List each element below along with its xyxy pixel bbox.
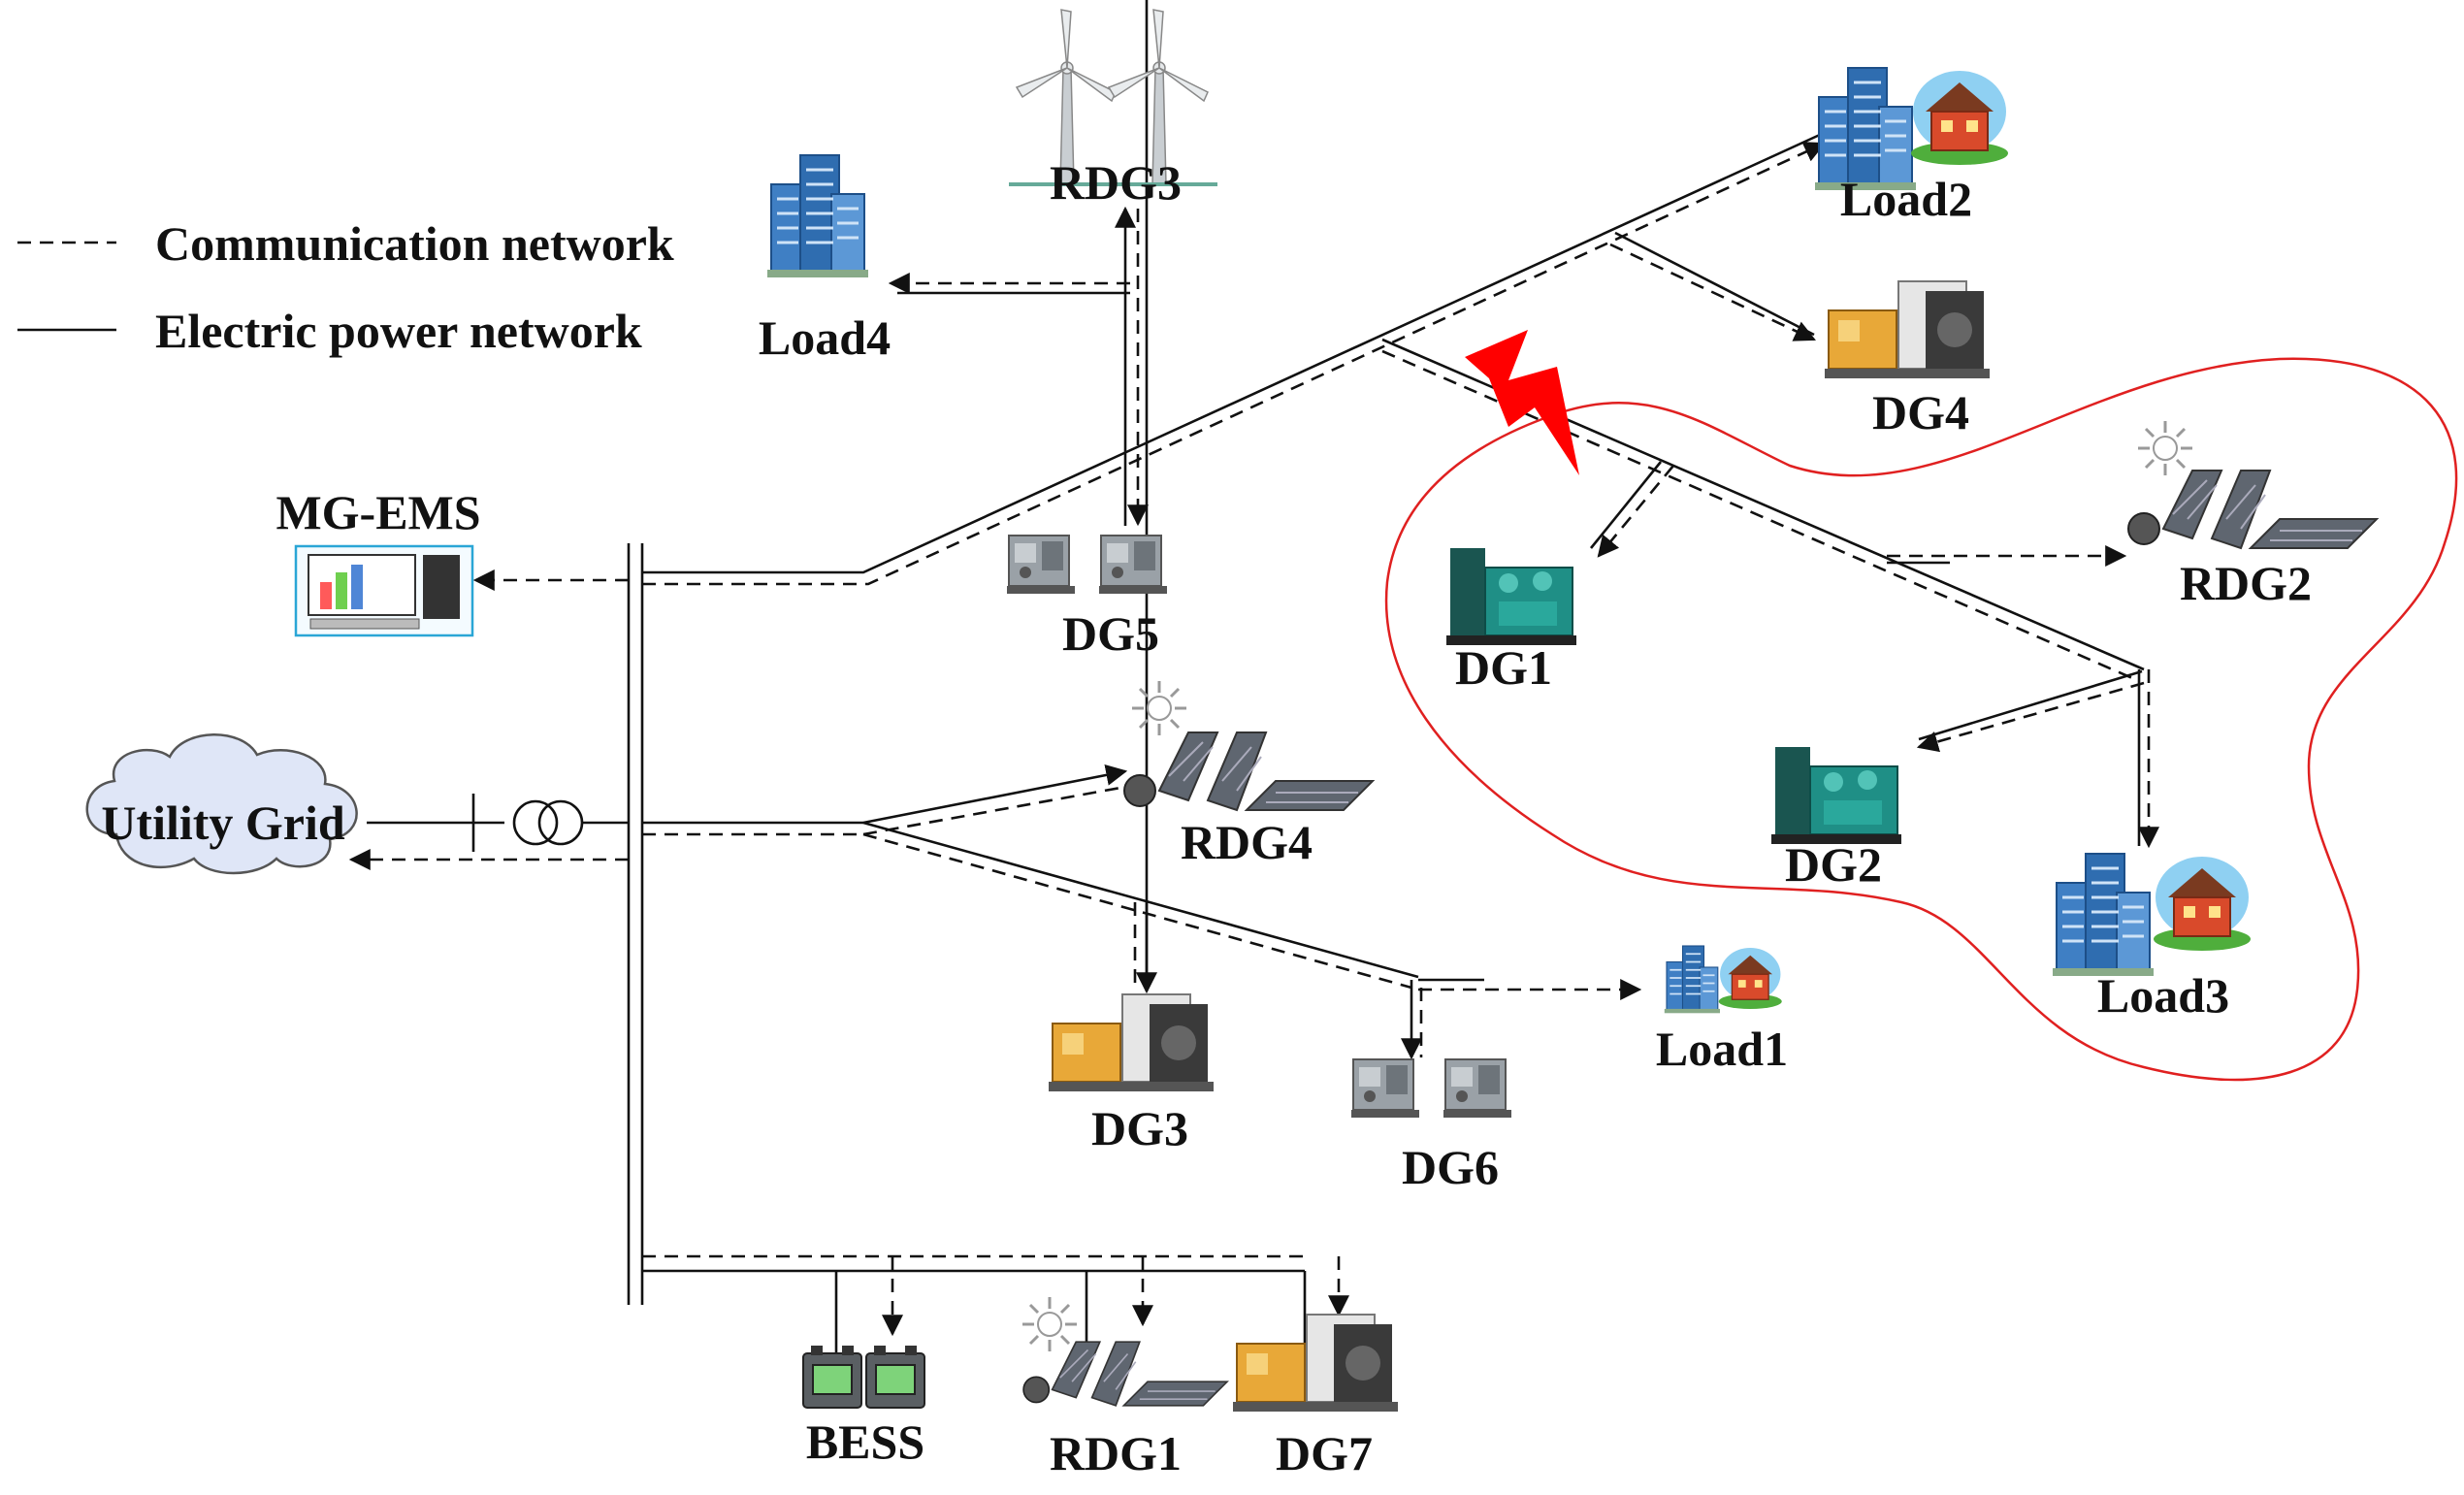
building-icon xyxy=(2051,852,2156,978)
rdg1-label: RDG1 xyxy=(1050,1426,1182,1480)
load4: Load4 xyxy=(759,153,891,365)
dg5-branch xyxy=(888,206,1149,527)
dg7-label: DG7 xyxy=(1276,1426,1373,1480)
solar-panel-icon xyxy=(1022,1341,1228,1407)
dg2: DG2 xyxy=(1770,746,1902,892)
cloud-icon xyxy=(85,733,358,875)
dg6: DG6 xyxy=(1350,1058,1512,1194)
diesel-generator-icon xyxy=(1445,547,1577,646)
rdg4: RDG4 xyxy=(1123,679,1374,869)
utility-grid-label: Utility Grid xyxy=(101,796,345,850)
solar-panel-icon xyxy=(2127,470,2378,549)
mg-ems-label: MG-EMS xyxy=(276,485,480,539)
solar-panel-icon xyxy=(1123,731,1374,811)
house-icon xyxy=(1910,70,2009,166)
house-icon xyxy=(2153,856,2252,952)
dg3-label: DG3 xyxy=(1091,1101,1188,1155)
rdg2: RDG2 xyxy=(2127,419,2378,610)
bess-label: BESS xyxy=(806,1414,924,1469)
sun-icon xyxy=(2136,419,2194,477)
diesel-generator-icon xyxy=(1006,535,1168,595)
island-boundary xyxy=(1384,357,2458,1082)
mg-ems: MG-EMS xyxy=(276,485,629,637)
bess: BESS xyxy=(802,1345,925,1469)
dg4-label: DG4 xyxy=(1872,385,1969,439)
legend-communication-label: Communication network xyxy=(155,216,674,271)
building-icon xyxy=(1663,945,1721,1015)
load2: Load2 xyxy=(1813,66,2009,226)
load3: Load3 xyxy=(2051,852,2252,1023)
diesel-generator-icon xyxy=(1824,280,1991,379)
computer-icon xyxy=(294,544,474,637)
dg1: DG1 xyxy=(1445,547,1577,695)
sun-icon xyxy=(1130,679,1188,737)
load1-label: Load1 xyxy=(1656,1022,1788,1076)
rdg3: RDG3 xyxy=(1008,9,1218,210)
rdg3-label: RDG3 xyxy=(1050,155,1182,210)
load2-label: Load2 xyxy=(1840,172,1972,226)
house-icon xyxy=(1718,947,1783,1010)
dg5: DG5 xyxy=(1006,535,1168,661)
rdg2-label: RDG2 xyxy=(2180,556,2312,610)
load1: Load1 xyxy=(1656,945,1788,1076)
dg2-label: DG2 xyxy=(1785,837,1882,892)
dg4: DG4 xyxy=(1824,280,1991,439)
dg7: DG7 xyxy=(1232,1314,1399,1480)
legend: Communication network Electric power net… xyxy=(17,216,674,358)
building-icon xyxy=(765,153,870,279)
rdg1: RDG1 xyxy=(1021,1295,1228,1480)
dg5-label: DG5 xyxy=(1062,606,1159,661)
lightning-fault-icon xyxy=(1465,330,1579,475)
dg1-label: DG1 xyxy=(1455,640,1552,695)
sun-icon xyxy=(1021,1295,1079,1353)
diesel-generator-icon xyxy=(1232,1314,1399,1413)
dg6-label: DG6 xyxy=(1402,1140,1499,1194)
utility-grid: Utility Grid xyxy=(85,733,629,875)
load4-label: Load4 xyxy=(759,310,891,365)
dg3: DG3 xyxy=(1048,993,1215,1155)
battery-icon xyxy=(802,1345,925,1409)
diesel-generator-icon xyxy=(1350,1058,1512,1119)
diesel-generator-icon xyxy=(1770,746,1902,845)
upper-branch xyxy=(642,132,2159,849)
diesel-generator-icon xyxy=(1048,993,1215,1092)
middle-branch xyxy=(642,0,1642,1060)
transformer-icon xyxy=(512,799,584,846)
legend-power-label: Electric power network xyxy=(155,304,642,358)
load3-label: Load3 xyxy=(2097,968,2229,1023)
rdg4-label: RDG4 xyxy=(1181,815,1313,869)
main-bus xyxy=(627,543,644,1305)
bottom-branch xyxy=(642,1254,1349,1373)
